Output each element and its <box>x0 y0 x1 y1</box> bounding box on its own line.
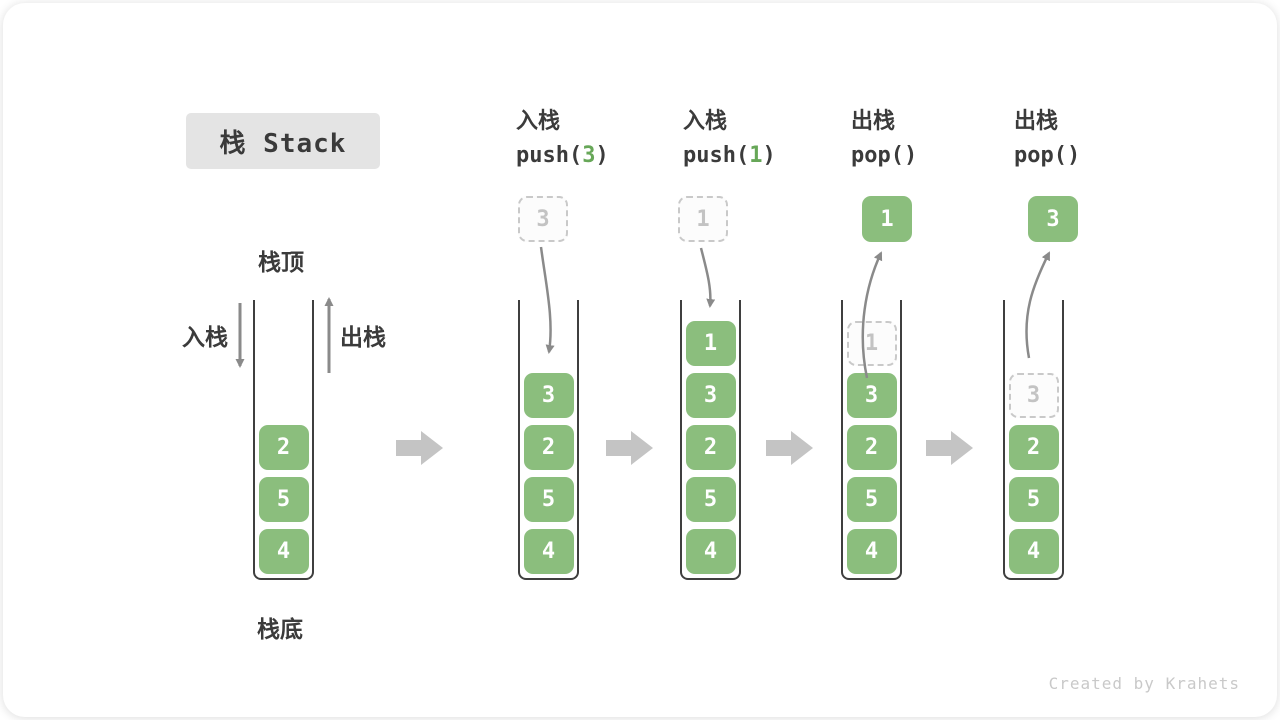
floating-value-box: 3 <box>1028 196 1078 242</box>
stack-items: 3 2 5 4 <box>1005 300 1062 578</box>
stack-container-initial: 2 5 4 <box>253 300 314 580</box>
stack-item: 2 <box>685 425 736 470</box>
floating-value-box: 1 <box>862 196 912 242</box>
stack-item: 3 <box>523 373 574 418</box>
diagram-card <box>3 3 1277 717</box>
stack-item: 1 <box>685 321 736 366</box>
op-code: push(1) <box>683 143 776 168</box>
stack-item: 5 <box>523 477 574 522</box>
stack-item: 4 <box>523 529 574 574</box>
op-name: 出栈 <box>851 109 896 134</box>
pop-side-label: 出栈 <box>340 325 386 351</box>
stack-item: 2 <box>1008 425 1059 470</box>
stack-item: 4 <box>846 529 897 574</box>
stack-item: 5 <box>1008 477 1059 522</box>
stack-item: 3 <box>685 373 736 418</box>
stack-container-after-pop-3: 3 2 5 4 <box>1003 300 1064 580</box>
stack-item: 3 <box>846 373 897 418</box>
op-label-pop-2: 出栈 pop() <box>1014 106 1080 174</box>
op-label-pop-1: 出栈 pop() <box>851 106 917 174</box>
watermark: Created by Krahets <box>1048 674 1240 693</box>
stack-slot-ghost: 3 <box>1008 373 1059 418</box>
op-name: 入栈 <box>516 109 561 134</box>
stack-item: 5 <box>846 477 897 522</box>
floating-value-box: 1 <box>678 196 728 242</box>
stack-item: 4 <box>258 529 309 574</box>
floating-value-box: 3 <box>518 196 568 242</box>
op-label-push-1: 入栈 push(1) <box>683 106 776 174</box>
op-code: push(3) <box>516 143 609 168</box>
stack-item: 4 <box>685 529 736 574</box>
push-side-label: 入栈 <box>182 325 228 351</box>
stack-items: 1 3 2 5 4 <box>682 300 739 578</box>
stack-container-after-push-3: 3 2 5 4 <box>518 300 579 580</box>
stack-slot-ghost: 1 <box>846 321 897 366</box>
op-name: 入栈 <box>683 109 728 134</box>
stack-item: 2 <box>846 425 897 470</box>
op-label-push-3: 入栈 push(3) <box>516 106 609 174</box>
stack-item: 2 <box>258 425 309 470</box>
op-name: 出栈 <box>1014 109 1059 134</box>
stack-items: 3 2 5 4 <box>520 300 577 578</box>
stack-container-after-pop-1: 1 3 2 5 4 <box>841 300 902 580</box>
stack-item: 5 <box>685 477 736 522</box>
stack-item: 4 <box>1008 529 1059 574</box>
stack-items: 2 5 4 <box>255 300 312 578</box>
op-code: pop() <box>1014 143 1081 168</box>
stack-item: 2 <box>523 425 574 470</box>
stack-item: 5 <box>258 477 309 522</box>
stack-container-after-push-1: 1 3 2 5 4 <box>680 300 741 580</box>
title-badge: 栈 Stack <box>186 113 380 169</box>
stack-top-label: 栈顶 <box>258 250 304 276</box>
stack-bottom-label: 栈底 <box>257 617 303 643</box>
stack-items: 1 3 2 5 4 <box>843 300 900 578</box>
op-code: pop() <box>851 143 918 168</box>
